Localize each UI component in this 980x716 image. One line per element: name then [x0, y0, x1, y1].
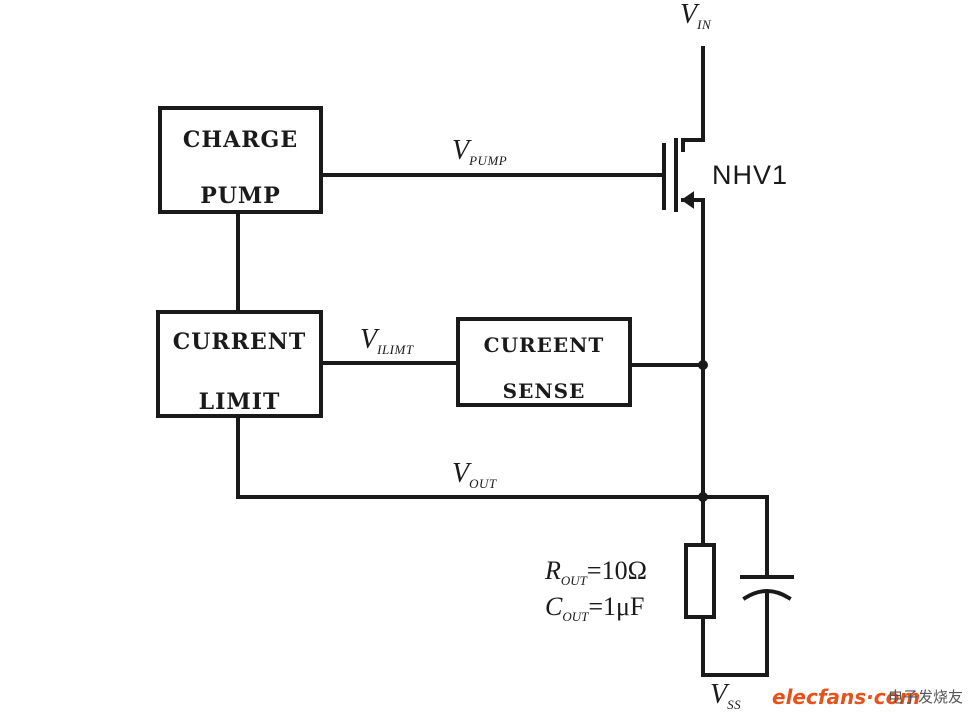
current-limit-block: CURRENT LIMIT — [156, 310, 323, 418]
transistor-label: NHV1 — [712, 160, 789, 190]
vout-wire — [236, 414, 705, 499]
resistor-body — [684, 543, 716, 619]
watermark-site: elecfans·com — [772, 685, 921, 709]
charge-pump-block: CHARGE PUMP — [158, 106, 323, 214]
current-sense-block: CUREENT SENSE — [456, 317, 632, 407]
charge-pump-line1: CHARGE — [182, 127, 299, 153]
current-limit-line1: CURRENT — [172, 329, 307, 355]
vout-label: VOUT — [452, 458, 497, 492]
rout-label: ROUT=10Ω — [545, 556, 647, 588]
current-sense-line2: SENSE — [502, 379, 586, 403]
vout-junction — [698, 492, 708, 502]
vss-label: VSS — [710, 679, 742, 713]
vin-label: VIN — [680, 0, 712, 32]
source-wire — [681, 198, 705, 497]
vin-wire — [681, 46, 705, 152]
cout-label: COUT=1μF — [545, 592, 645, 624]
source-arrow — [681, 191, 694, 209]
vpump-label: VPUMP — [452, 135, 508, 169]
current-limit-line2: LIMIT — [198, 389, 281, 415]
vilimit-label: VILIMT — [360, 324, 414, 358]
load-top-wire — [701, 495, 769, 577]
watermark-chinese: 电子发烧友 — [888, 688, 964, 706]
vss-wire — [701, 615, 769, 677]
sense-junction — [698, 360, 708, 370]
charge-pump-line2: PUMP — [200, 183, 281, 209]
current-sense-line1: CUREENT — [483, 333, 605, 357]
